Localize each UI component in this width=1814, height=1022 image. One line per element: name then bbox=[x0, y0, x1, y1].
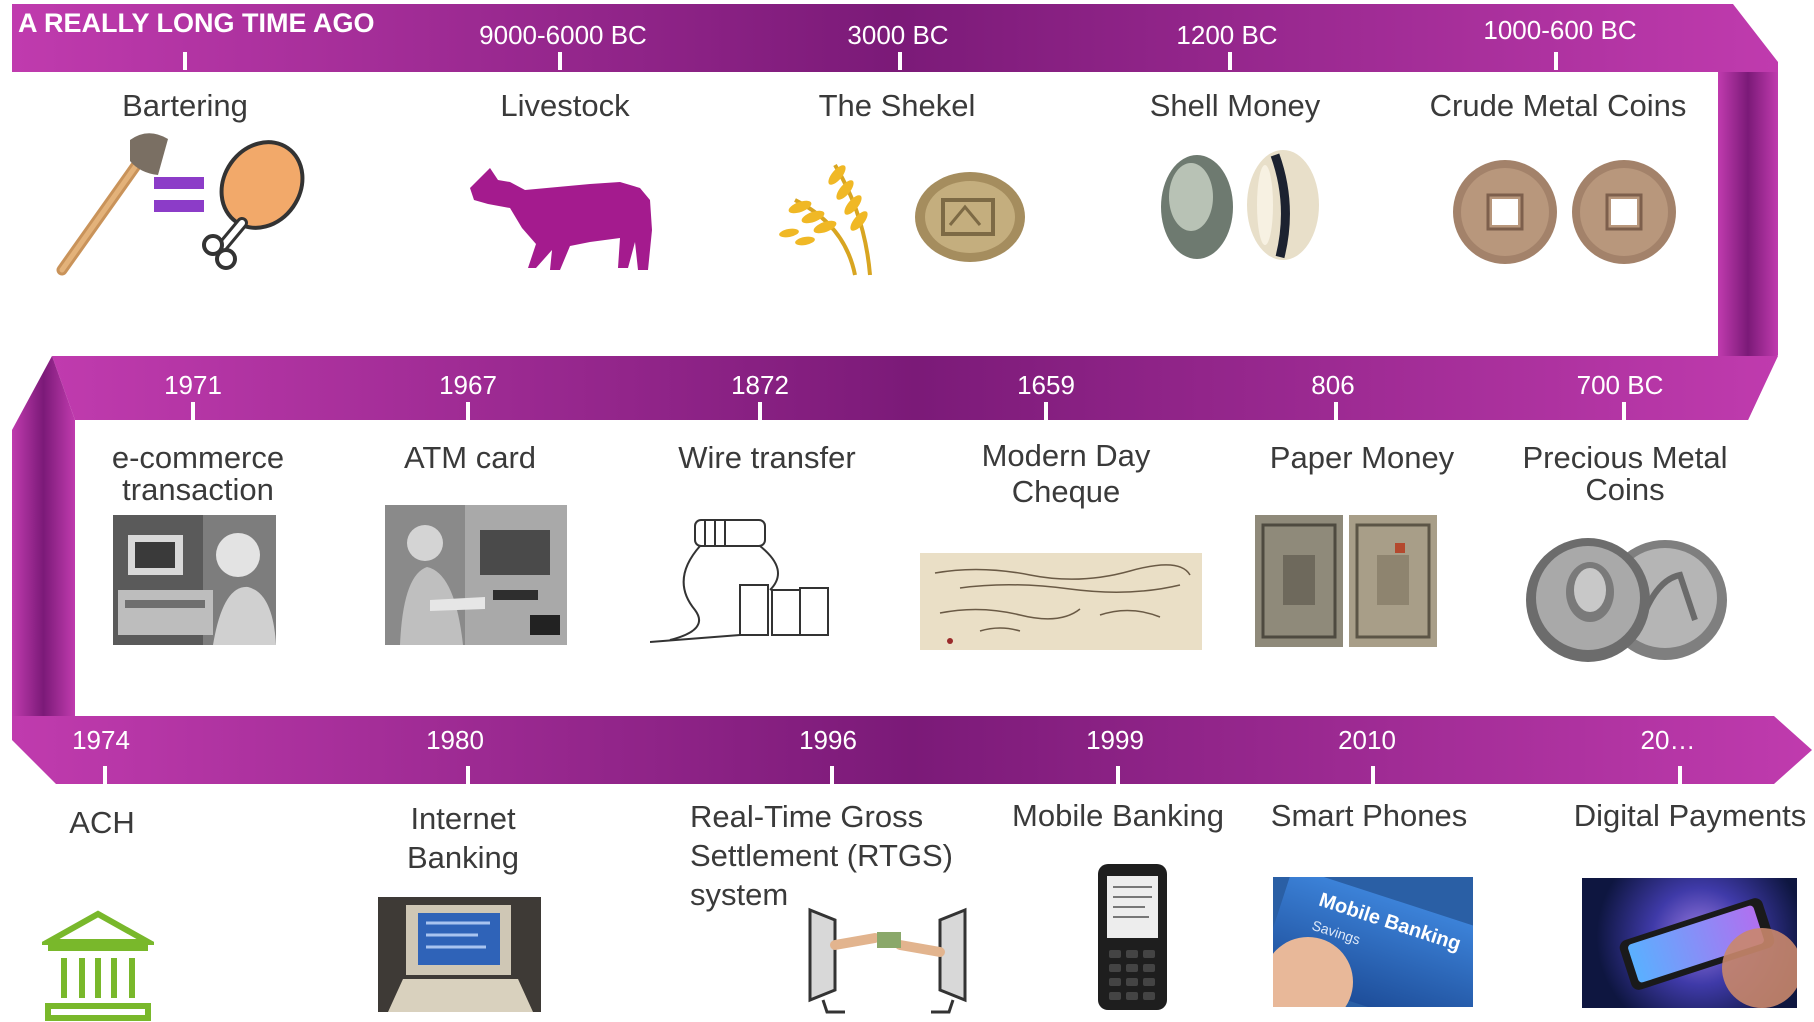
paper-money-image bbox=[1255, 515, 1437, 647]
atm-photo bbox=[385, 505, 567, 645]
smartphone-photo: Mobile Banking Savings bbox=[1273, 877, 1473, 1007]
date-shekel: 3000 BC bbox=[847, 20, 949, 50]
tick bbox=[1678, 766, 1682, 784]
cowrie-shell-icon bbox=[1161, 150, 1319, 260]
label-atm-card: ATM card bbox=[403, 440, 537, 475]
tick bbox=[830, 766, 834, 784]
digital-phone-photo bbox=[1582, 878, 1797, 1008]
label-ach: ACH bbox=[69, 805, 135, 840]
date-cheque: 1659 bbox=[1017, 370, 1075, 400]
label-line: Settlement (RTGS) bbox=[690, 837, 954, 873]
tick bbox=[1371, 766, 1375, 784]
date-shell-money: 1200 BC bbox=[1176, 20, 1278, 50]
band-turn-left bbox=[12, 356, 75, 716]
hand bbox=[1722, 928, 1797, 1008]
tick bbox=[1622, 402, 1626, 420]
tick bbox=[558, 52, 562, 70]
label-line: Modern Day bbox=[981, 438, 1151, 473]
label-livestock: Livestock bbox=[500, 88, 630, 123]
telegraph-sketch-icon bbox=[650, 519, 829, 643]
label-wire-transfer: Wire transfer bbox=[678, 440, 856, 475]
tick bbox=[1334, 402, 1338, 420]
label-smart-phones: Smart Phones bbox=[1270, 798, 1468, 833]
label-line: Cheque bbox=[1011, 473, 1121, 509]
chinese-coin-icon bbox=[1453, 160, 1676, 264]
cow-icon bbox=[470, 168, 652, 270]
label-crude-metal-coins: Crude Metal Coins bbox=[1429, 88, 1687, 123]
retro-computer-photo bbox=[378, 897, 541, 1012]
cheque-image bbox=[920, 553, 1202, 650]
date-smart-phones: 2010 bbox=[1338, 725, 1396, 755]
date-atm-card: 1967 bbox=[439, 370, 497, 400]
label-mobile-banking: Mobile Banking bbox=[1012, 798, 1224, 833]
tick bbox=[466, 766, 470, 784]
label-line: transaction bbox=[122, 471, 274, 507]
label-shell-money: Shell Money bbox=[1149, 88, 1321, 123]
tick bbox=[898, 52, 902, 70]
tick bbox=[466, 402, 470, 420]
computer-photo bbox=[113, 515, 276, 645]
date-paper-money: 806 bbox=[1311, 370, 1355, 400]
date-mobile-banking: 1999 bbox=[1086, 725, 1144, 755]
tick bbox=[1554, 52, 1558, 70]
label-line: Internet bbox=[410, 801, 516, 836]
label-digital-payments: Digital Payments bbox=[1573, 798, 1807, 833]
date-crude-metal-coins: 1000-600 BC bbox=[1483, 15, 1637, 45]
label-bartering: Bartering bbox=[122, 88, 248, 123]
label-paper-money: Paper Money bbox=[1269, 440, 1455, 475]
label-line: system bbox=[690, 876, 789, 912]
date-wire-transfer: 1872 bbox=[731, 370, 789, 400]
bank-building-icon bbox=[42, 910, 154, 1021]
tick bbox=[1116, 766, 1120, 784]
grain-and-coin-icon bbox=[779, 163, 1025, 276]
label-line: Real-Time Gross bbox=[690, 799, 924, 834]
label-e-commerce: e-commerce transaction bbox=[112, 440, 284, 507]
date-rtgs: 1996 bbox=[799, 725, 857, 755]
tick bbox=[1044, 402, 1048, 420]
band-row-2 bbox=[52, 356, 1778, 420]
band-row-1 bbox=[12, 4, 1778, 300]
label-cheque: Modern Day Cheque bbox=[982, 438, 1151, 509]
label-rtgs: Real-Time Gross Settlement (RTGS) system bbox=[690, 798, 953, 914]
era-title: A REALLY LONG TIME AGO bbox=[18, 8, 375, 38]
label-line: Coins bbox=[1585, 471, 1665, 507]
label-line: Banking bbox=[406, 839, 520, 875]
date-digital-payments: 20… bbox=[1640, 725, 1696, 755]
label-precious-metal-coins: Precious Metal Coins bbox=[1522, 440, 1727, 507]
label-shekel: The Shekel bbox=[818, 88, 976, 123]
tick bbox=[183, 52, 187, 70]
label-internet-banking: Internet Banking bbox=[407, 800, 519, 878]
label-line: Precious Metal bbox=[1522, 440, 1728, 475]
date-e-commerce: 1971 bbox=[164, 370, 222, 400]
tick bbox=[103, 766, 107, 784]
date-internet-banking: 1980 bbox=[426, 725, 484, 755]
date-ach: 1974 bbox=[72, 725, 130, 755]
tick bbox=[758, 402, 762, 420]
label-line: e-commerce bbox=[111, 440, 285, 475]
monitor-handoff-icon bbox=[808, 907, 967, 1014]
date-livestock: 9000-6000 BC bbox=[479, 20, 647, 50]
band-turn-right bbox=[1718, 72, 1778, 420]
tick bbox=[191, 402, 195, 420]
date-precious-metal-coins: 700 BC bbox=[1576, 370, 1664, 400]
tick bbox=[1228, 52, 1232, 70]
silver-coin-icon bbox=[1526, 538, 1727, 662]
band-row-3-arrow bbox=[12, 716, 1812, 784]
axe-equals-drumstick-icon bbox=[56, 133, 305, 276]
feature-phone-icon bbox=[1098, 864, 1167, 1010]
